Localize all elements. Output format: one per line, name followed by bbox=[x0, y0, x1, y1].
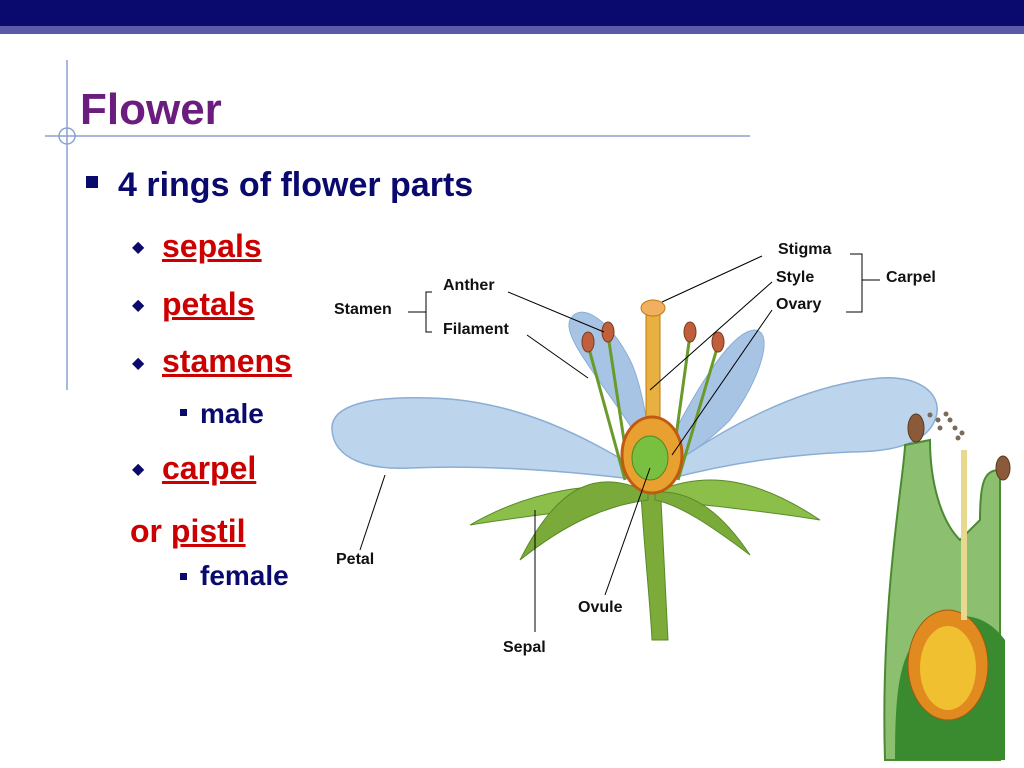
item-pistil-sub: female bbox=[200, 560, 289, 591]
top-bar-accent bbox=[0, 26, 1024, 34]
label-carpel: Carpel bbox=[886, 269, 936, 286]
diamond-bullet-icon: ◆ bbox=[132, 355, 145, 372]
diamond-bullet-icon: ◆ bbox=[132, 239, 145, 256]
label-filament: Filament bbox=[443, 321, 509, 338]
label-stigma: Stigma bbox=[778, 241, 832, 258]
or-prefix: or bbox=[130, 513, 171, 549]
top-bar bbox=[0, 0, 1024, 26]
label-ovary: Ovary bbox=[776, 296, 822, 313]
item-stamens-sub: male bbox=[200, 398, 264, 429]
page-title: Flower bbox=[80, 85, 222, 134]
or-pistil-label: pistil bbox=[170, 513, 246, 549]
label-stamen: Stamen bbox=[334, 301, 392, 318]
label-sepal: Sepal bbox=[503, 639, 546, 656]
item-sepals: sepals bbox=[162, 228, 262, 264]
diamond-bullet-icon: ◆ bbox=[132, 297, 145, 314]
small-square-bullet-icon bbox=[180, 573, 187, 580]
label-ovule: Ovule bbox=[578, 599, 623, 616]
label-style: Style bbox=[776, 269, 815, 286]
item-petals: petals bbox=[162, 286, 255, 322]
label-anther: Anther bbox=[443, 277, 495, 294]
item-or-pistil: or pistil bbox=[130, 515, 246, 547]
main-bullet: 4 rings of flower parts bbox=[118, 166, 474, 204]
item-stamens: stamens bbox=[162, 343, 292, 379]
label-petal: Petal bbox=[336, 551, 375, 568]
item-carpel: carpel bbox=[162, 450, 257, 486]
bullet-square-icon bbox=[86, 176, 98, 188]
small-square-bullet-icon bbox=[180, 409, 187, 416]
diamond-bullet-icon: ◆ bbox=[132, 461, 145, 478]
